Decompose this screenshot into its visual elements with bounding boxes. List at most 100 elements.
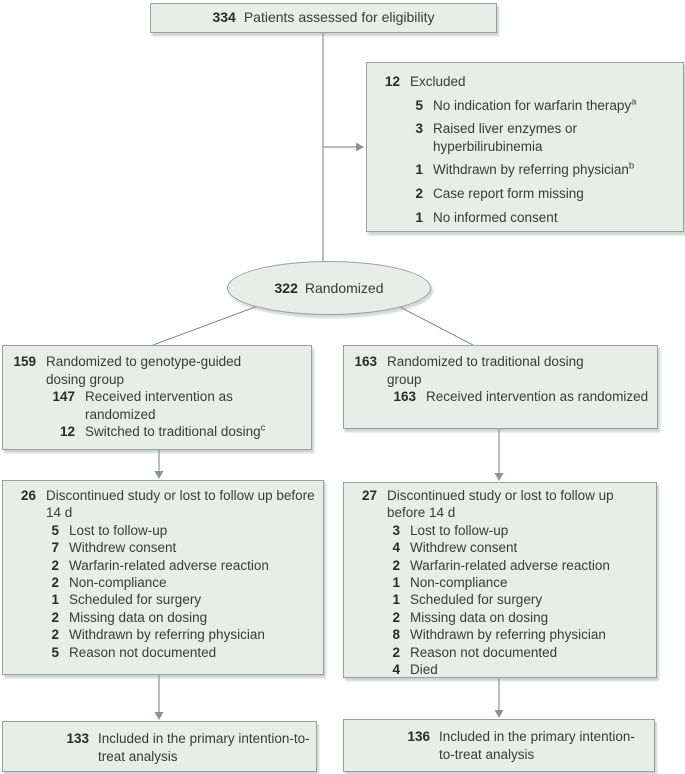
eligibility-count: 334 <box>212 9 236 26</box>
item-count: 159 <box>13 354 36 369</box>
item-label: Randomized to traditional dosing group <box>387 354 584 387</box>
item-label: Raised liver enzymes or hyperbilirubinem… <box>433 121 578 154</box>
item-count: 2 <box>392 609 400 625</box>
item-label: Warfarin-related adverse reaction <box>69 557 269 573</box>
flow-item: 2 Warfarin-related adverse reaction <box>344 557 656 574</box>
randomized-label: Randomized <box>304 280 384 296</box>
flow-item: 1 Scheduled for surgery <box>344 591 656 608</box>
item-count: 163 <box>393 389 416 405</box>
item-label: Lost to follow-up <box>69 522 168 538</box>
item-count: 27 <box>361 488 377 503</box>
item-count: 2 <box>392 557 400 573</box>
flow-item: 3 Raised liver enzymes or hyperbilirubin… <box>367 120 683 155</box>
item-count: 133 <box>66 731 89 746</box>
item-label: Died <box>410 662 438 678</box>
flow-item: 147 Received intervention as randomized <box>3 388 311 423</box>
flow-item: 1 Withdrawn by referring physicianb <box>367 161 683 179</box>
item-label: Scheduled for surgery <box>69 592 202 608</box>
item-label: Reason not documented <box>69 644 217 660</box>
item-label: Withdrawn by referring physician <box>410 627 606 643</box>
item-count: 1 <box>415 162 423 178</box>
item-count: 1 <box>392 575 400 591</box>
flow-item: 5 Reason not documented <box>3 644 323 661</box>
footnote-marker: c <box>260 422 266 434</box>
flow-item: 133 Included in the primary intention-to… <box>3 730 316 765</box>
item-label: Withdrew consent <box>69 540 177 556</box>
item-count: 26 <box>20 488 36 503</box>
item-count: 5 <box>415 97 423 113</box>
line-randomized-to-genotype <box>152 305 259 346</box>
genotype-itt-box: 133 Included in the primary intention-to… <box>2 721 317 772</box>
item-count: 2 <box>51 609 59 625</box>
flow-item: 12 Switched to traditional dosingc <box>3 423 311 441</box>
arrowhead-disc-right <box>494 473 504 481</box>
item-count: 163 <box>354 354 377 369</box>
traditional-itt-box: 136 Included in the primary intention-to… <box>343 719 655 772</box>
item-label: Discontinued study or lost to follow up … <box>46 488 315 521</box>
flow-item: 26 Discontinued study or lost to follow … <box>3 487 323 522</box>
flow-item: 8 Withdrawn by referring physician <box>344 626 656 643</box>
item-count: 3 <box>415 121 423 137</box>
item-count: 12 <box>59 424 75 440</box>
flow-item: 2 Non-compliance <box>3 574 323 591</box>
footnote-marker: b <box>628 160 635 172</box>
randomized-ellipse: 322 Randomized <box>227 261 431 315</box>
item-label: Withdrawn by referring physicianb <box>433 160 635 178</box>
item-count: 3 <box>392 522 400 538</box>
item-count: 4 <box>392 662 400 678</box>
item-label: Discontinued study or lost to follow up … <box>387 488 614 521</box>
flow-item: 1 Scheduled for surgery <box>3 591 323 608</box>
item-label: Missing data on dosing <box>69 609 208 625</box>
flow-item: 5 No indication for warfarin therapya <box>367 97 683 115</box>
eligibility-box: 334 Patients assessed for eligibility <box>150 3 497 33</box>
flow-item: 27 Discontinued study or lost to follow … <box>344 487 656 522</box>
item-label: Lost to follow-up <box>410 522 509 538</box>
traditional-group-box: 163 Randomized to traditional dosing gro… <box>343 345 658 429</box>
item-count: 2 <box>392 644 400 660</box>
item-label: Warfarin-related adverse reaction <box>410 557 610 573</box>
flow-item: 136 Included in the primary intention-to… <box>344 728 654 763</box>
item-count: 8 <box>392 627 400 643</box>
item-count: 136 <box>407 729 430 744</box>
item-label: Received intervention as randomized <box>85 389 233 422</box>
item-label: Non-compliance <box>69 575 167 591</box>
item-label: Included in the primary intention-to-tre… <box>98 731 310 764</box>
item-label: Scheduled for surgery <box>410 592 543 608</box>
item-count: 2 <box>51 557 59 573</box>
item-label: Case report form missing <box>433 185 584 201</box>
flow-item: 2 Reason not documented <box>344 644 656 661</box>
item-count: 147 <box>52 389 75 405</box>
item-label: Reason not documented <box>410 644 558 660</box>
randomized-count: 322 <box>274 280 298 296</box>
flow-item: 2 Missing data on dosing <box>3 609 323 626</box>
item-count: 5 <box>51 522 59 538</box>
flow-item: 4 Died <box>344 661 656 678</box>
flow-item: 1 Non-compliance <box>344 574 656 591</box>
item-label: Missing data on dosing <box>410 609 549 625</box>
flow-item: 2 Warfarin-related adverse reaction <box>3 557 323 574</box>
flow-item: 1 No informed consent <box>367 209 683 227</box>
item-count: 1 <box>51 592 59 608</box>
item-label: Withdrew consent <box>410 540 518 556</box>
flow-item: 2 Missing data on dosing <box>344 609 656 626</box>
footnote-marker: a <box>631 96 637 108</box>
arrowhead-itt-right <box>494 710 504 718</box>
genotype-discontinued-box: 26 Discontinued study or lost to follow … <box>2 480 324 675</box>
item-count: 7 <box>51 540 59 556</box>
item-count: 2 <box>51 627 59 643</box>
flow-item: 163 Randomized to traditional dosing gro… <box>344 353 657 388</box>
item-label: No informed consent <box>433 209 558 225</box>
item-count: 2 <box>415 185 423 201</box>
arrowhead-excluded <box>356 142 364 152</box>
flow-item: 159 Randomized to genotype-guided dosing… <box>3 353 311 388</box>
arrowhead-itt-left <box>154 712 164 720</box>
flow-item: 4 Withdrew consent <box>344 539 656 556</box>
eligibility-label: Patients assessed for eligibility <box>243 9 435 26</box>
item-label: Randomized to genotype-guided dosing gro… <box>46 354 242 387</box>
flow-item: 5 Lost to follow-up <box>3 522 323 539</box>
item-label: Withdrawn by referring physician <box>69 627 265 643</box>
item-count: 1 <box>415 209 423 225</box>
flow-item: 2 Withdrawn by referring physician <box>3 626 323 643</box>
item-count: 1 <box>392 592 400 608</box>
line-randomized-to-traditional <box>397 305 474 346</box>
